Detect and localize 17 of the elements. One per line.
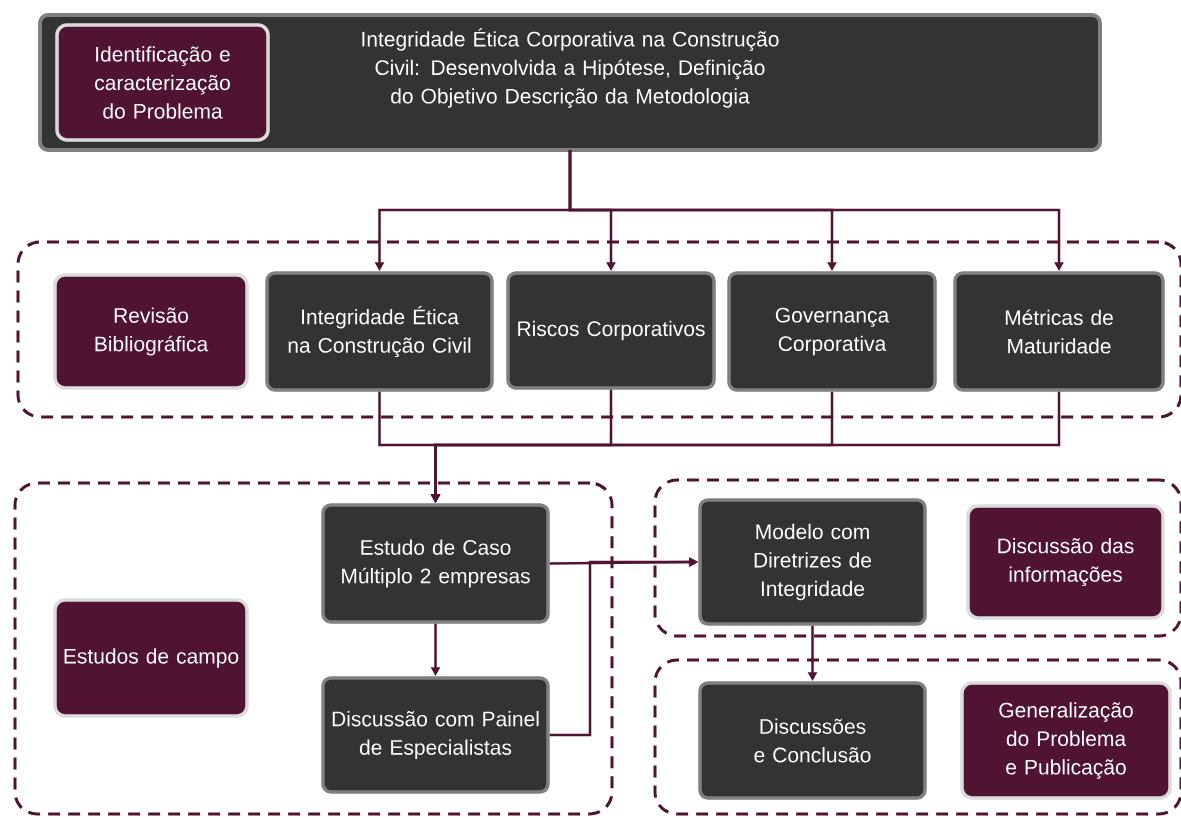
process-box: Riscos Corporativos — [506, 271, 716, 390]
dashed-group-frame — [13, 481, 614, 816]
phase-box: Discussão das informações — [966, 504, 1165, 620]
process-box: Integridade Ética na Construção Civil — [265, 271, 494, 392]
phase-box: Estudos de campo — [53, 598, 249, 718]
process-box: Estudo de Caso Múltiplo 2 empresas — [321, 503, 550, 624]
process-box: Discussão com Painel de Especialistas — [321, 676, 550, 794]
phase-box: Identificação e caracterização do Problema — [55, 23, 270, 142]
dashed-group-frame — [653, 478, 1181, 638]
process-box: Modelo com Diretrizes de Integridade — [698, 498, 927, 626]
process-box: Métricas de Maturidade — [953, 271, 1165, 392]
process-box: Governança Corporativa — [727, 271, 937, 392]
dashed-group-frame — [653, 658, 1181, 816]
phase-box: Revisão Bibliográfica — [53, 273, 249, 390]
phase-box: Generalização do Problema e Publicação — [960, 681, 1172, 800]
process-box: Discussões e Conclusão — [698, 681, 927, 800]
dashed-group-frame — [16, 240, 1181, 419]
